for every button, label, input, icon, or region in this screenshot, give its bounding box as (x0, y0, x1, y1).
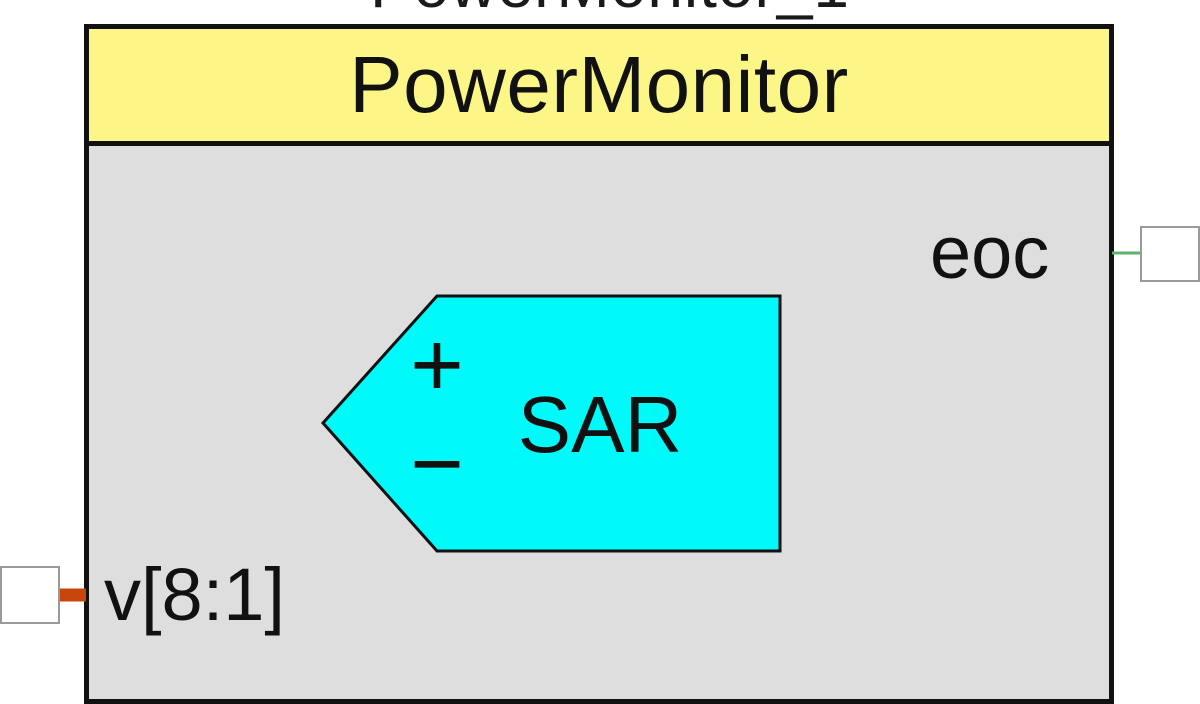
component-header: PowerMonitor (89, 29, 1109, 146)
sar-label: SAR (518, 380, 683, 469)
v-bus-pin-terminal[interactable] (0, 566, 60, 624)
eoc-pin-terminal[interactable] (1140, 226, 1200, 282)
component-title: PowerMonitor (349, 40, 849, 129)
sar-adc-symbol[interactable]: + − SAR (320, 294, 782, 553)
sar-adc-shape (320, 294, 782, 553)
schematic-overlay: + − SAR (30, 251, 1148, 602)
sar-plus-sign: + (410, 314, 464, 416)
eoc-port-label: eoc (930, 211, 1050, 294)
sar-minus-sign: − (410, 413, 464, 515)
v-bus-port-label: v[8:1] (104, 553, 285, 636)
instance-name: PowerMonitor_1 (370, 0, 850, 22)
